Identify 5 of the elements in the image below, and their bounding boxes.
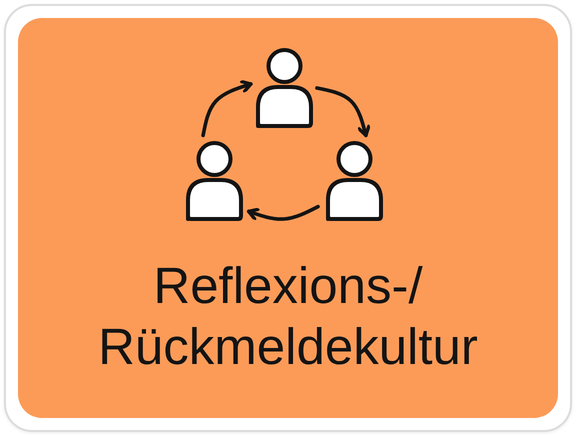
cycle-arrow [315,86,370,138]
card-title: Reflexions-/ Rückmeldekultur [97,256,479,377]
cycle-arrow [246,204,320,221]
title-card [18,18,558,418]
cycle-arrow [201,80,253,138]
